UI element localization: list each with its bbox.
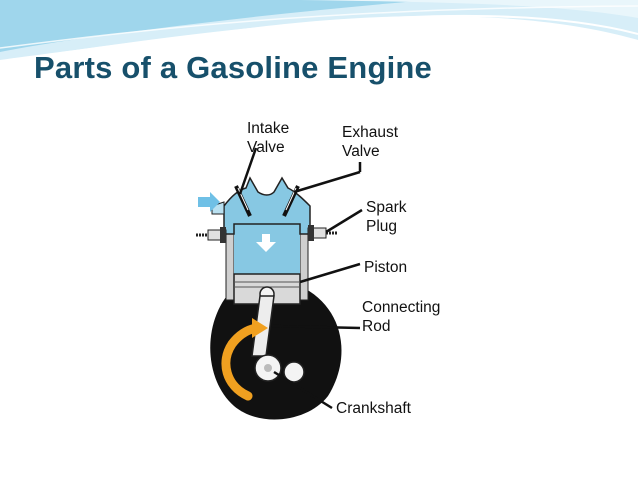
label-exhaust-valve: Exhaust Valve (342, 123, 398, 161)
label-piston: Piston (364, 258, 407, 277)
label-exhaust-line2: Valve (342, 143, 380, 160)
crank-pin (283, 361, 305, 383)
swoosh-line (0, 14, 638, 63)
swoosh-band-light-top (300, 0, 638, 18)
leader-spark (325, 208, 363, 234)
swoosh-band-mid (0, 0, 430, 52)
label-rod-line2: Rod (362, 318, 391, 335)
crankshaft-center (264, 364, 272, 372)
header-swoosh (0, 0, 638, 63)
cylinder-wall-left (225, 225, 235, 301)
label-spark-line2: Plug (366, 218, 398, 235)
rotation-arrow (221, 323, 261, 401)
cylinder-wall-right (299, 225, 309, 301)
leader-exhaust (293, 170, 361, 194)
label-piston-text: Piston (364, 259, 408, 276)
crankcase (210, 286, 342, 420)
label-crankshaft: Crankshaft (336, 399, 411, 418)
slide-title: Parts of a Gasoline Engine (34, 50, 432, 85)
engine-diagram: Intake Valve Exhaust Valve Spark Plug Pi… (168, 106, 468, 429)
engine-illustration (196, 147, 363, 420)
intake-flow-arrow (198, 192, 220, 212)
label-spark-line1: Spark (366, 199, 407, 216)
leader-intake (238, 147, 258, 195)
leader-piston (299, 262, 361, 284)
label-intake-valve: Intake Valve (247, 119, 289, 157)
intake-valve-stem (234, 185, 252, 217)
leader-rod (271, 324, 361, 330)
swoosh-line-2 (0, 5, 638, 49)
label-spark-plug: Spark Plug (366, 198, 407, 236)
label-exhaust-line1: Exhaust (342, 124, 399, 141)
rotation-arrow-head (252, 318, 268, 338)
spark-plug-left (196, 227, 227, 243)
leader-crankshaft (273, 370, 333, 410)
downward-arrow (256, 234, 276, 252)
spark-plug-right (307, 225, 338, 241)
label-connecting-rod: Connecting Rod (362, 298, 440, 336)
label-intake-line2: Valve (247, 139, 285, 156)
label-crankshaft-text: Crankshaft (336, 400, 411, 417)
cylinder-head (223, 176, 311, 235)
label-rod-line1: Connecting (362, 299, 441, 316)
label-intake-line1: Intake (247, 120, 290, 137)
